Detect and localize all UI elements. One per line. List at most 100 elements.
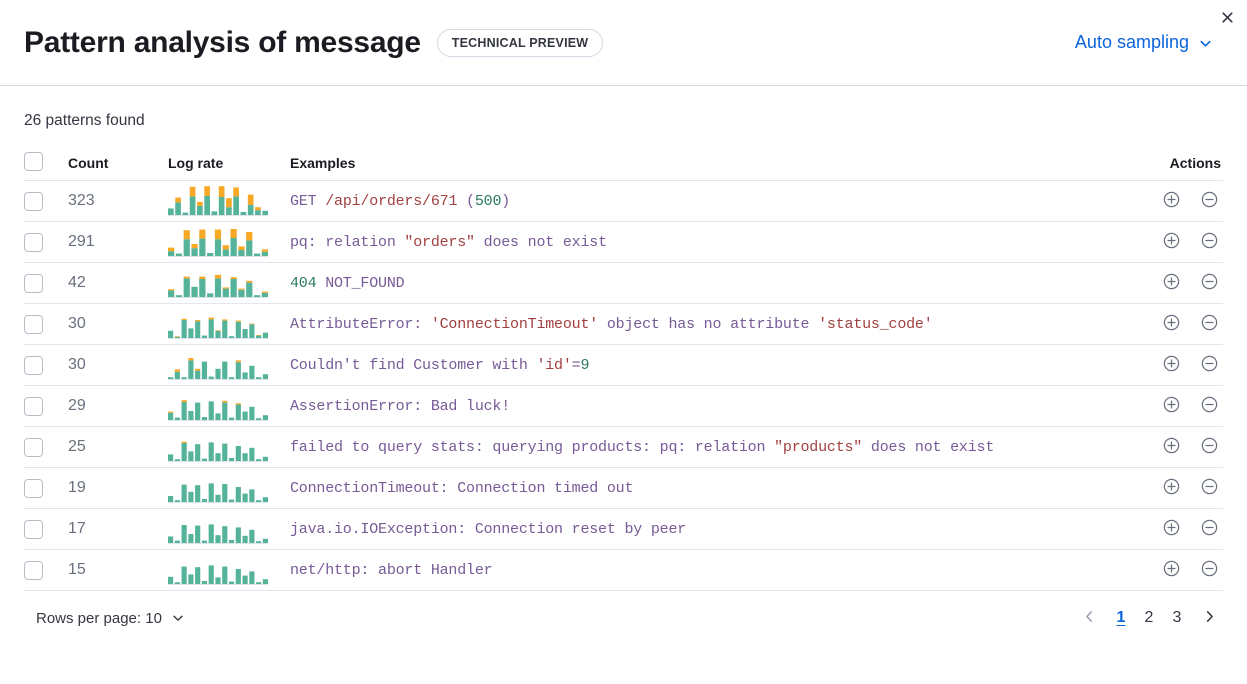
filter-out-value-button[interactable] bbox=[1195, 351, 1223, 379]
chevron-left-icon bbox=[1082, 609, 1097, 627]
row-checkbox[interactable] bbox=[24, 478, 43, 498]
plus-in-circle-icon bbox=[1163, 560, 1180, 580]
pagination-page-1[interactable]: 1 bbox=[1107, 604, 1135, 632]
filter-for-value-button[interactable] bbox=[1157, 310, 1185, 338]
token-kw: does not exist bbox=[474, 234, 607, 251]
minus-in-circle-icon bbox=[1201, 560, 1218, 580]
row-select-cell bbox=[24, 262, 68, 304]
row-actions bbox=[1123, 467, 1223, 509]
pagination-next-button[interactable] bbox=[1195, 604, 1223, 632]
select-all-checkbox[interactable] bbox=[24, 152, 43, 171]
minus-in-circle-icon bbox=[1201, 314, 1218, 334]
example-text: net/http: abort Handler bbox=[290, 562, 493, 579]
row-select-cell bbox=[24, 508, 68, 550]
filter-out-value-button[interactable] bbox=[1195, 310, 1223, 338]
token-num: 404 bbox=[290, 275, 317, 292]
token-str: 'id' bbox=[536, 357, 572, 374]
filter-for-value-button[interactable] bbox=[1157, 187, 1185, 215]
filter-out-value-button[interactable] bbox=[1195, 556, 1223, 584]
row-checkbox[interactable] bbox=[24, 355, 43, 375]
example-text: AssertionError: Bad luck! bbox=[290, 398, 510, 415]
plus-in-circle-icon bbox=[1163, 314, 1180, 334]
page-title: Pattern analysis of message bbox=[24, 25, 421, 59]
minus-in-circle-icon bbox=[1201, 519, 1218, 539]
filter-out-value-button[interactable] bbox=[1195, 228, 1223, 256]
example-text: 404 NOT_FOUND bbox=[290, 275, 405, 292]
auto-sampling-button[interactable]: Auto sampling bbox=[1073, 28, 1215, 57]
filter-for-value-button[interactable] bbox=[1157, 392, 1185, 420]
filter-out-value-button[interactable] bbox=[1195, 474, 1223, 502]
row-select-cell bbox=[24, 426, 68, 468]
row-select-cell bbox=[24, 385, 68, 427]
table-row[interactable]: 30 AttributeError: 'ConnectionTimeout' ob… bbox=[24, 303, 1223, 345]
row-checkbox[interactable] bbox=[24, 191, 43, 211]
row-checkbox[interactable] bbox=[24, 437, 43, 457]
row-checkbox[interactable] bbox=[24, 519, 43, 539]
example-text: Couldn't find Customer with 'id'=9 bbox=[290, 357, 589, 374]
row-checkbox[interactable] bbox=[24, 232, 43, 252]
row-checkbox[interactable] bbox=[24, 314, 43, 334]
rows-per-page-button[interactable]: Rows per page: 10 bbox=[24, 606, 196, 631]
row-count: 291 bbox=[68, 221, 168, 263]
row-checkbox[interactable] bbox=[24, 273, 43, 293]
chevron-down-icon bbox=[171, 611, 186, 626]
row-actions bbox=[1123, 262, 1223, 304]
token-kw: NOT_FOUND bbox=[316, 275, 405, 292]
flyout-header: Pattern analysis of message TECHNICAL PR… bbox=[0, 0, 1247, 86]
token-str: 'ConnectionTimeout' bbox=[430, 316, 599, 333]
filter-for-value-button[interactable] bbox=[1157, 269, 1185, 297]
plus-in-circle-icon bbox=[1163, 437, 1180, 457]
example-text: java.io.IOException: Connection reset by… bbox=[290, 521, 686, 538]
row-example-message: Couldn't find Customer with 'id'=9 bbox=[290, 344, 1123, 386]
column-header-log-rate[interactable]: Log rate bbox=[168, 152, 290, 181]
close-button[interactable] bbox=[1213, 5, 1241, 33]
filter-out-value-button[interactable] bbox=[1195, 187, 1223, 215]
pagination-page-2[interactable]: 2 bbox=[1135, 604, 1163, 632]
filter-out-value-button[interactable] bbox=[1195, 433, 1223, 461]
minus-in-circle-icon bbox=[1201, 396, 1218, 416]
table-row[interactable]: 30 Couldn't find Customer with 'id'=9 bbox=[24, 344, 1223, 386]
table-header-row: Count Log rate Examples Actions bbox=[24, 152, 1223, 181]
example-text: AttributeError: 'ConnectionTimeout' obje… bbox=[290, 316, 933, 333]
row-example-message: GET /api/orders/671 (500) bbox=[290, 180, 1123, 222]
filter-for-value-button[interactable] bbox=[1157, 228, 1185, 256]
plus-in-circle-icon bbox=[1163, 478, 1180, 498]
column-header-examples[interactable]: Examples bbox=[290, 152, 1123, 181]
filter-for-value-button[interactable] bbox=[1157, 556, 1185, 584]
filter-for-value-button[interactable] bbox=[1157, 515, 1185, 543]
token-num: 500 bbox=[474, 193, 502, 210]
row-select-cell bbox=[24, 467, 68, 509]
filter-for-value-button[interactable] bbox=[1157, 474, 1185, 502]
pagination-previous-button[interactable] bbox=[1075, 604, 1103, 632]
filter-for-value-button[interactable] bbox=[1157, 351, 1185, 379]
header-right: Auto sampling bbox=[1073, 28, 1215, 57]
pagination-page-3[interactable]: 3 bbox=[1163, 604, 1191, 632]
filter-out-value-button[interactable] bbox=[1195, 515, 1223, 543]
filter-for-value-button[interactable] bbox=[1157, 433, 1185, 461]
column-header-count[interactable]: Count bbox=[68, 152, 168, 181]
row-example-message: failed to query stats: querying products… bbox=[290, 426, 1123, 468]
flyout-body: 26 patterns found Count Log rate Example… bbox=[0, 86, 1247, 591]
row-checkbox[interactable] bbox=[24, 396, 43, 416]
row-actions bbox=[1123, 426, 1223, 468]
row-log-rate-sparkline bbox=[168, 344, 290, 386]
row-count: 30 bbox=[68, 303, 168, 345]
chevron-right-icon bbox=[1202, 609, 1217, 627]
row-log-rate-sparkline bbox=[168, 426, 290, 468]
row-checkbox[interactable] bbox=[24, 560, 43, 580]
filter-out-value-button[interactable] bbox=[1195, 269, 1223, 297]
filter-out-value-button[interactable] bbox=[1195, 392, 1223, 420]
row-example-message: AssertionError: Bad luck! bbox=[290, 385, 1123, 427]
row-example-message: net/http: abort Handler bbox=[290, 549, 1123, 591]
example-text: ConnectionTimeout: Connection timed out bbox=[290, 480, 633, 497]
plus-in-circle-icon bbox=[1163, 519, 1180, 539]
row-count: 30 bbox=[68, 344, 168, 386]
